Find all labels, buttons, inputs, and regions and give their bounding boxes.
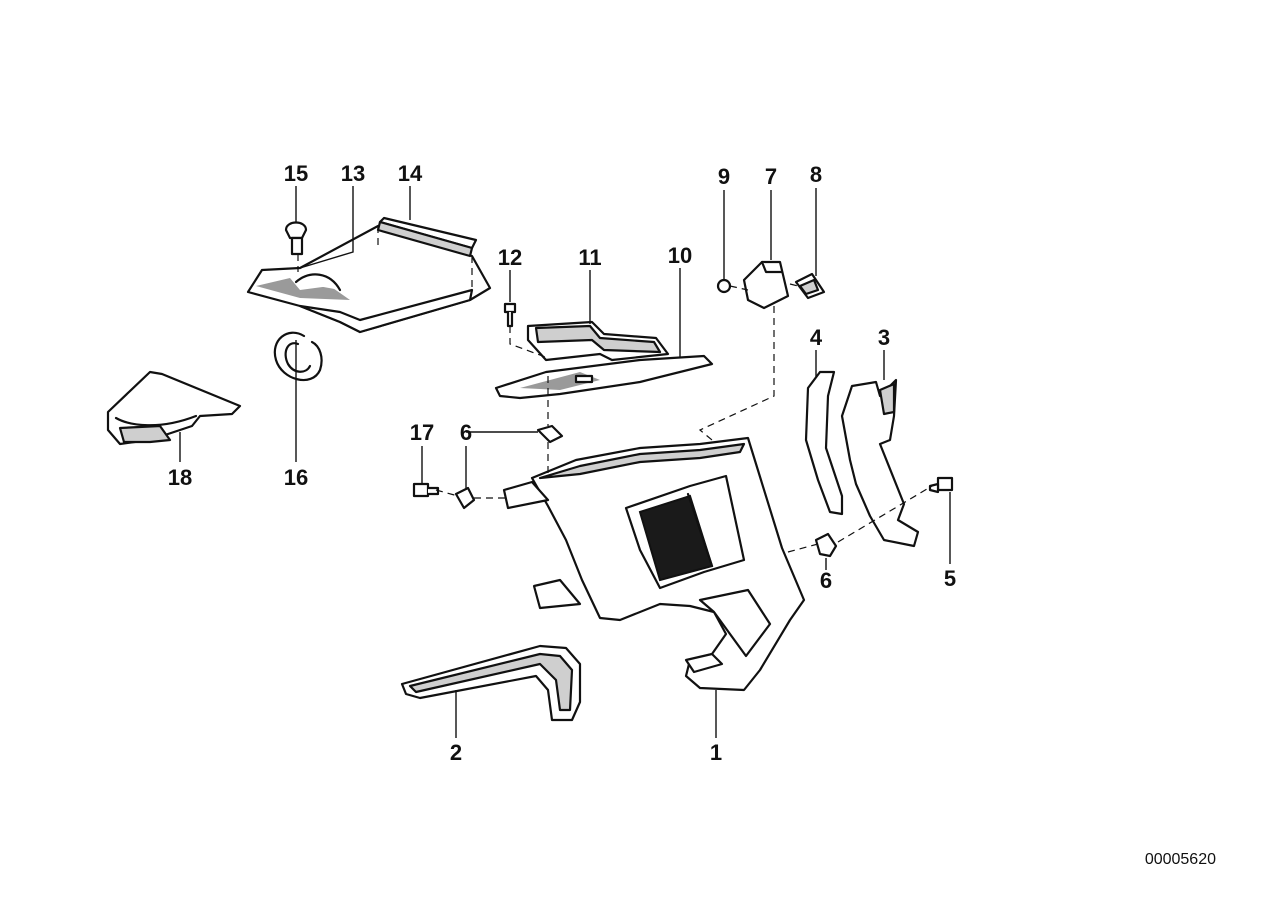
part-2-seal (400, 644, 582, 722)
callout-14: 14 (398, 161, 423, 186)
callout-15: 15 (284, 161, 308, 186)
drawing-number: 00005620 (1145, 851, 1216, 868)
callout-10: 10 (668, 243, 692, 268)
part-1-main-panel (502, 436, 806, 692)
part-9-nut (716, 278, 732, 294)
callout-17: 17 (410, 420, 434, 445)
assembly-lines (297, 226, 933, 553)
part-16-ring-clamp (273, 331, 323, 381)
part-3-support-bracket (840, 378, 920, 548)
part-12-screw (503, 302, 517, 328)
part-17-screw (412, 482, 440, 498)
callout-5: 5 (944, 566, 956, 591)
callout-2: 2 (450, 740, 462, 765)
part-10-bracket (494, 354, 714, 400)
callout-6-top: 6 (460, 420, 472, 445)
callout-16: 16 (284, 465, 308, 490)
part-6-clip-left (454, 486, 476, 510)
part-7-bracket (742, 260, 790, 310)
callout-11: 11 (578, 245, 601, 270)
part-5-screw (928, 476, 954, 494)
part-18-end-cap (106, 370, 242, 446)
part-15-clip (284, 221, 308, 256)
callout-3: 3 (878, 325, 890, 350)
callout-8: 8 (810, 162, 822, 187)
callout-9: 9 (718, 164, 730, 189)
part-6-clip-top (536, 424, 564, 444)
part-6-clip-right (814, 532, 838, 558)
part-13-tray (246, 224, 492, 334)
part-8-clip (794, 272, 826, 300)
callout-1: 1 (710, 740, 722, 765)
part-14-foam-strip (376, 216, 478, 258)
callout-4: 4 (810, 325, 823, 350)
leader-lines (179, 186, 951, 738)
callout-18: 18 (168, 465, 192, 490)
part-11-duct (526, 320, 670, 362)
callout-7: 7 (765, 164, 777, 189)
callout-6-right: 6 (820, 568, 832, 593)
callout-13: 13 (341, 161, 365, 186)
callout-12: 12 (498, 245, 522, 270)
callouts: 15 13 14 12 11 10 9 7 8 4 3 17 6 18 16 6… (168, 161, 956, 765)
part-4-long-bracket (804, 370, 844, 516)
